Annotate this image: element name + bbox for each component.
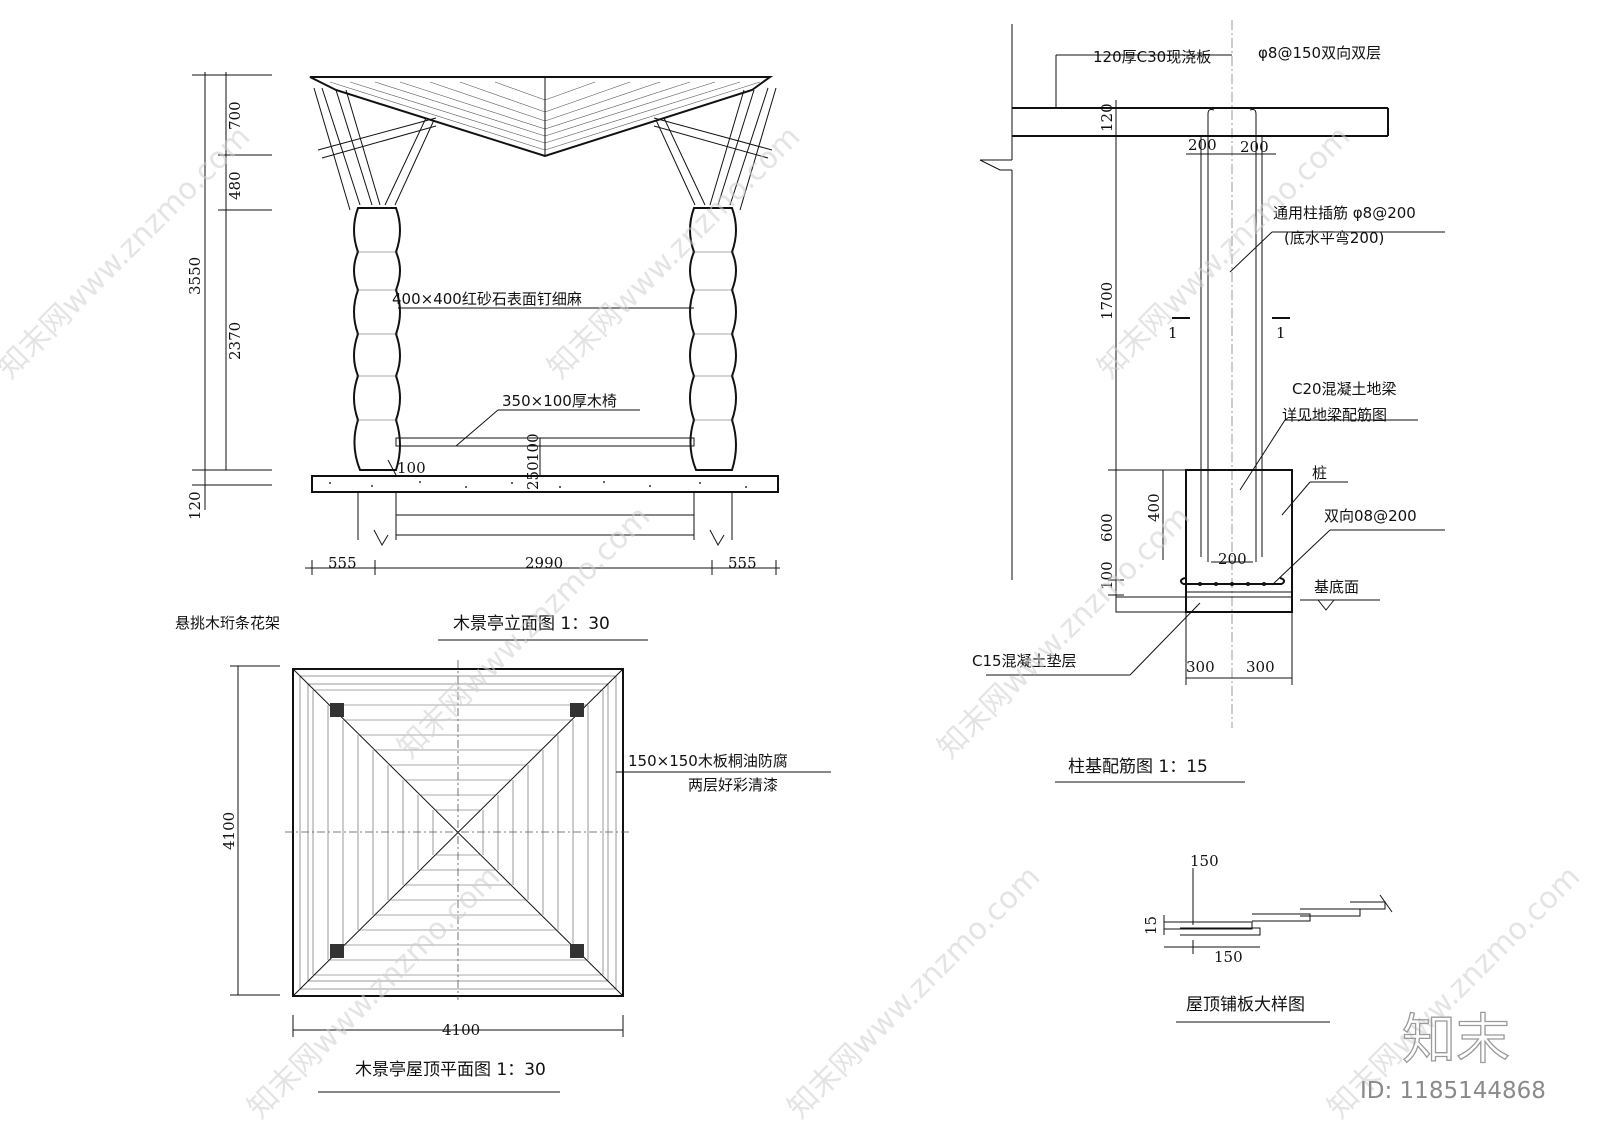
footing-dim-120: 120	[1098, 103, 1116, 132]
column-callout: 400×400红砂石表面钉细麻	[392, 290, 582, 308]
bench-dim-250: 250	[524, 461, 542, 490]
post-sw	[330, 944, 344, 958]
slab-rebar-label: φ8@150双向双层	[1258, 44, 1381, 62]
footing-section-drawing	[979, 20, 1445, 728]
watermark-text: 知末网www.znzmo.com	[241, 859, 507, 1125]
section-mark-right: 1	[1276, 324, 1286, 342]
bench-dim-100-a: 100	[524, 433, 542, 462]
plan-callout-2: 两层好彩清漆	[688, 776, 778, 794]
watermark-text: 知末网www.znzmo.com	[391, 499, 657, 765]
post-nw	[330, 703, 344, 717]
footing-dim-200-left: 200	[1188, 136, 1217, 154]
mesh-label: 双向08@200	[1324, 507, 1417, 525]
roof-plan-drawing	[230, 660, 831, 1037]
elevation-drawing	[192, 72, 780, 575]
elev-dim-700: 700	[226, 101, 244, 130]
detail-dim-150-top: 150	[1190, 852, 1219, 870]
footing-dim-300-left: 300	[1186, 658, 1215, 676]
watermark-text: 知末网www.znzmo.com	[0, 119, 257, 385]
slab-label: 120厚C30现浇板	[1093, 48, 1211, 66]
plan-title: 木景亭屋顶平面图 1：30	[355, 1060, 546, 1080]
footing-dim-200-right: 200	[1240, 138, 1269, 156]
brand-watermark: 知末	[1402, 1008, 1510, 1071]
bench-callout: 350×100厚木椅	[502, 392, 617, 410]
beam-note: 详见地梁配筋图	[1282, 406, 1387, 424]
dowel-note: (底水平弯200)	[1284, 229, 1384, 247]
footing-dim-200-bottom: 200	[1218, 550, 1247, 568]
elev-dim-2990: 2990	[525, 554, 563, 572]
pile-label: 桩	[1312, 464, 1327, 482]
post-se	[570, 944, 584, 958]
plan-dim-left: 4100	[220, 812, 238, 850]
elev-dim-555-left: 555	[328, 554, 357, 572]
right-column	[689, 207, 737, 471]
watermark-text: 知末网www.znzmo.com	[781, 859, 1047, 1125]
elev-dim-3550: 3550	[186, 257, 204, 295]
dowel-label: 通用柱插筋 φ8@200	[1273, 204, 1416, 222]
post-ne	[570, 703, 584, 717]
roof-board-detail-drawing	[1163, 868, 1393, 954]
section-mark-left: 1	[1168, 324, 1178, 342]
watermark-text: 知末网www.znzmo.com	[931, 499, 1197, 765]
elev-dim-120: 120	[186, 491, 204, 520]
plan-caption: 悬挑木珩条花架	[175, 614, 280, 632]
detail-title: 屋顶铺板大样图	[1186, 995, 1305, 1015]
footing-dim-300-right: 300	[1246, 658, 1275, 676]
left-column	[353, 207, 401, 471]
image-id: ID: 1185144868	[1360, 1078, 1546, 1104]
watermark-text: 知末网www.znzmo.com	[1091, 119, 1357, 385]
footing-dim-1700: 1700	[1098, 282, 1116, 320]
bench-dim-100-b: 100	[397, 459, 426, 477]
beam-label: C20混凝土地梁	[1292, 380, 1397, 398]
detail-dim-150-bottom: 150	[1214, 948, 1243, 966]
footing-dim-600: 600	[1098, 513, 1116, 542]
detail-dim-15: 15	[1142, 916, 1160, 935]
elev-dim-2370: 2370	[226, 322, 244, 360]
elev-dim-480: 480	[226, 171, 244, 200]
plan-callout-1: 150×150木板桐油防腐	[628, 752, 788, 770]
plan-dim-bottom: 4100	[442, 1021, 480, 1039]
cushion-label: C15混凝土垫层	[972, 652, 1077, 670]
footing-dim-100: 100	[1098, 561, 1116, 590]
base-label: 基底面	[1314, 578, 1359, 596]
elev-dim-555-right: 555	[728, 554, 757, 572]
elevation-title: 木景亭立面图 1：30	[453, 614, 610, 634]
footing-dim-400: 400	[1145, 493, 1163, 522]
footing-title: 柱基配筋图 1：15	[1068, 757, 1208, 777]
